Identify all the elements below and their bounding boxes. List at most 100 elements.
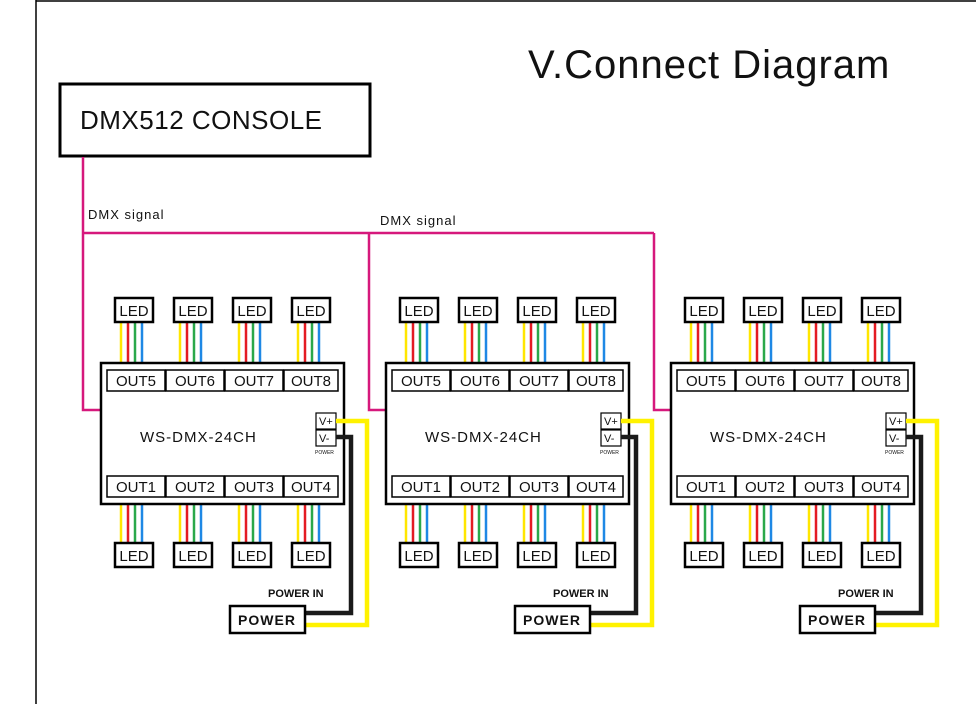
led-label: LED [689, 548, 718, 565]
led-label: LED [237, 303, 266, 320]
led-box [683, 296, 725, 324]
led-box [172, 541, 214, 569]
led-label: LED [748, 303, 777, 320]
led-box [290, 541, 332, 569]
power-wire-positive [591, 418, 655, 628]
output-port-label: OUT8 [576, 373, 616, 390]
output-port-label: OUT2 [460, 479, 500, 496]
output-port-label: OUT8 [861, 373, 901, 390]
dmx-wire-to-controller-2 [367, 233, 387, 412]
led-label: LED [866, 303, 895, 320]
output-port-box [509, 369, 569, 392]
output-port-label: OUT6 [745, 373, 785, 390]
led-box [860, 296, 902, 324]
output-port-box [106, 475, 166, 498]
power-supply-box [513, 604, 592, 635]
terminal-v-plus-label: V+ [604, 416, 618, 428]
led-label: LED [119, 303, 148, 320]
output-port-box [676, 369, 736, 392]
led-box [290, 296, 332, 324]
power-supply-box [228, 604, 307, 635]
led-box [742, 296, 784, 324]
power-wire-negative [306, 434, 354, 616]
led-label: LED [748, 548, 777, 565]
terminal-v-minus-label: V- [319, 433, 330, 445]
terminal-power-tag: POWER [885, 450, 904, 456]
output-port-box [794, 369, 854, 392]
led-label: LED [119, 548, 148, 565]
output-port-box [224, 369, 284, 392]
led-label: LED [807, 548, 836, 565]
output-port-label: OUT4 [861, 479, 901, 496]
power-supply-label: POWER [238, 612, 296, 628]
output-port-box [794, 475, 854, 498]
led-label: LED [178, 548, 207, 565]
output-port-box [568, 369, 624, 392]
output-port-box [165, 369, 225, 392]
power-in-label: POWER IN [838, 588, 894, 600]
led-box [683, 541, 725, 569]
dmx-wire-to-controller-3 [652, 233, 672, 412]
output-port-label: OUT5 [401, 373, 441, 390]
led-label: LED [178, 303, 207, 320]
led-label: LED [237, 548, 266, 565]
dmx-console-box [58, 82, 372, 158]
output-port-label: OUT7 [804, 373, 844, 390]
led-box [398, 541, 440, 569]
controller-group-3: OUT5OUT1OUT6OUT2OUT7OUT3OUT8OUT4WS-DMX-2… [669, 296, 940, 635]
output-port-label: OUT8 [291, 373, 331, 390]
led-box [113, 296, 155, 324]
controller-group-1: OUT5OUT1OUT6OUT2OUT7OUT3OUT8OUT4WS-DMX-2… [99, 296, 370, 635]
output-port-label: OUT2 [175, 479, 215, 496]
output-port-label: OUT1 [686, 479, 726, 496]
output-port-box [735, 475, 795, 498]
dmx-signal-wiring [81, 157, 672, 412]
led-label: LED [463, 548, 492, 565]
terminal-v-plus-label: V+ [319, 416, 333, 428]
led-label: LED [296, 548, 325, 565]
output-port-label: OUT3 [804, 479, 844, 496]
led-label: LED [522, 303, 551, 320]
terminal-power-tag: POWER [600, 450, 619, 456]
power-supply-box [798, 604, 877, 635]
output-port-label: OUT4 [291, 479, 331, 496]
led-box [172, 296, 214, 324]
dmx-signal-label-2: DMX signal [380, 213, 456, 228]
power-supply-label: POWER [523, 612, 581, 628]
output-port-box [509, 475, 569, 498]
output-port-box [450, 369, 510, 392]
led-label: LED [581, 303, 610, 320]
controller-model-label: WS-DMX-24CH [710, 429, 827, 446]
output-port-label: OUT5 [116, 373, 156, 390]
terminal-power-tag: POWER [315, 450, 334, 456]
output-port-label: OUT4 [576, 479, 616, 496]
output-port-label: OUT2 [745, 479, 785, 496]
output-port-box [853, 475, 909, 498]
output-port-box [391, 369, 451, 392]
output-port-label: OUT7 [234, 373, 274, 390]
led-box [575, 296, 617, 324]
diagram-title: V.Connect Diagram [528, 43, 890, 87]
led-label: LED [689, 303, 718, 320]
output-port-box [735, 369, 795, 392]
led-label: LED [522, 548, 551, 565]
output-port-box [450, 475, 510, 498]
led-box [860, 541, 902, 569]
output-port-box [568, 475, 624, 498]
led-label: LED [404, 303, 433, 320]
terminal-v-minus-label: V- [604, 433, 615, 445]
led-box [231, 541, 273, 569]
dmx-wire-to-controller-1 [81, 157, 101, 412]
led-label: LED [581, 548, 610, 565]
dmx-signal-label-1: DMX signal [88, 207, 164, 222]
output-port-box [165, 475, 225, 498]
output-port-label: OUT1 [116, 479, 156, 496]
output-port-box [853, 369, 909, 392]
led-label: LED [866, 548, 895, 565]
led-box [516, 296, 558, 324]
led-label: LED [404, 548, 433, 565]
power-wire-negative [876, 434, 924, 616]
power-wire-negative [591, 434, 639, 616]
power-supply-label: POWER [808, 612, 866, 628]
